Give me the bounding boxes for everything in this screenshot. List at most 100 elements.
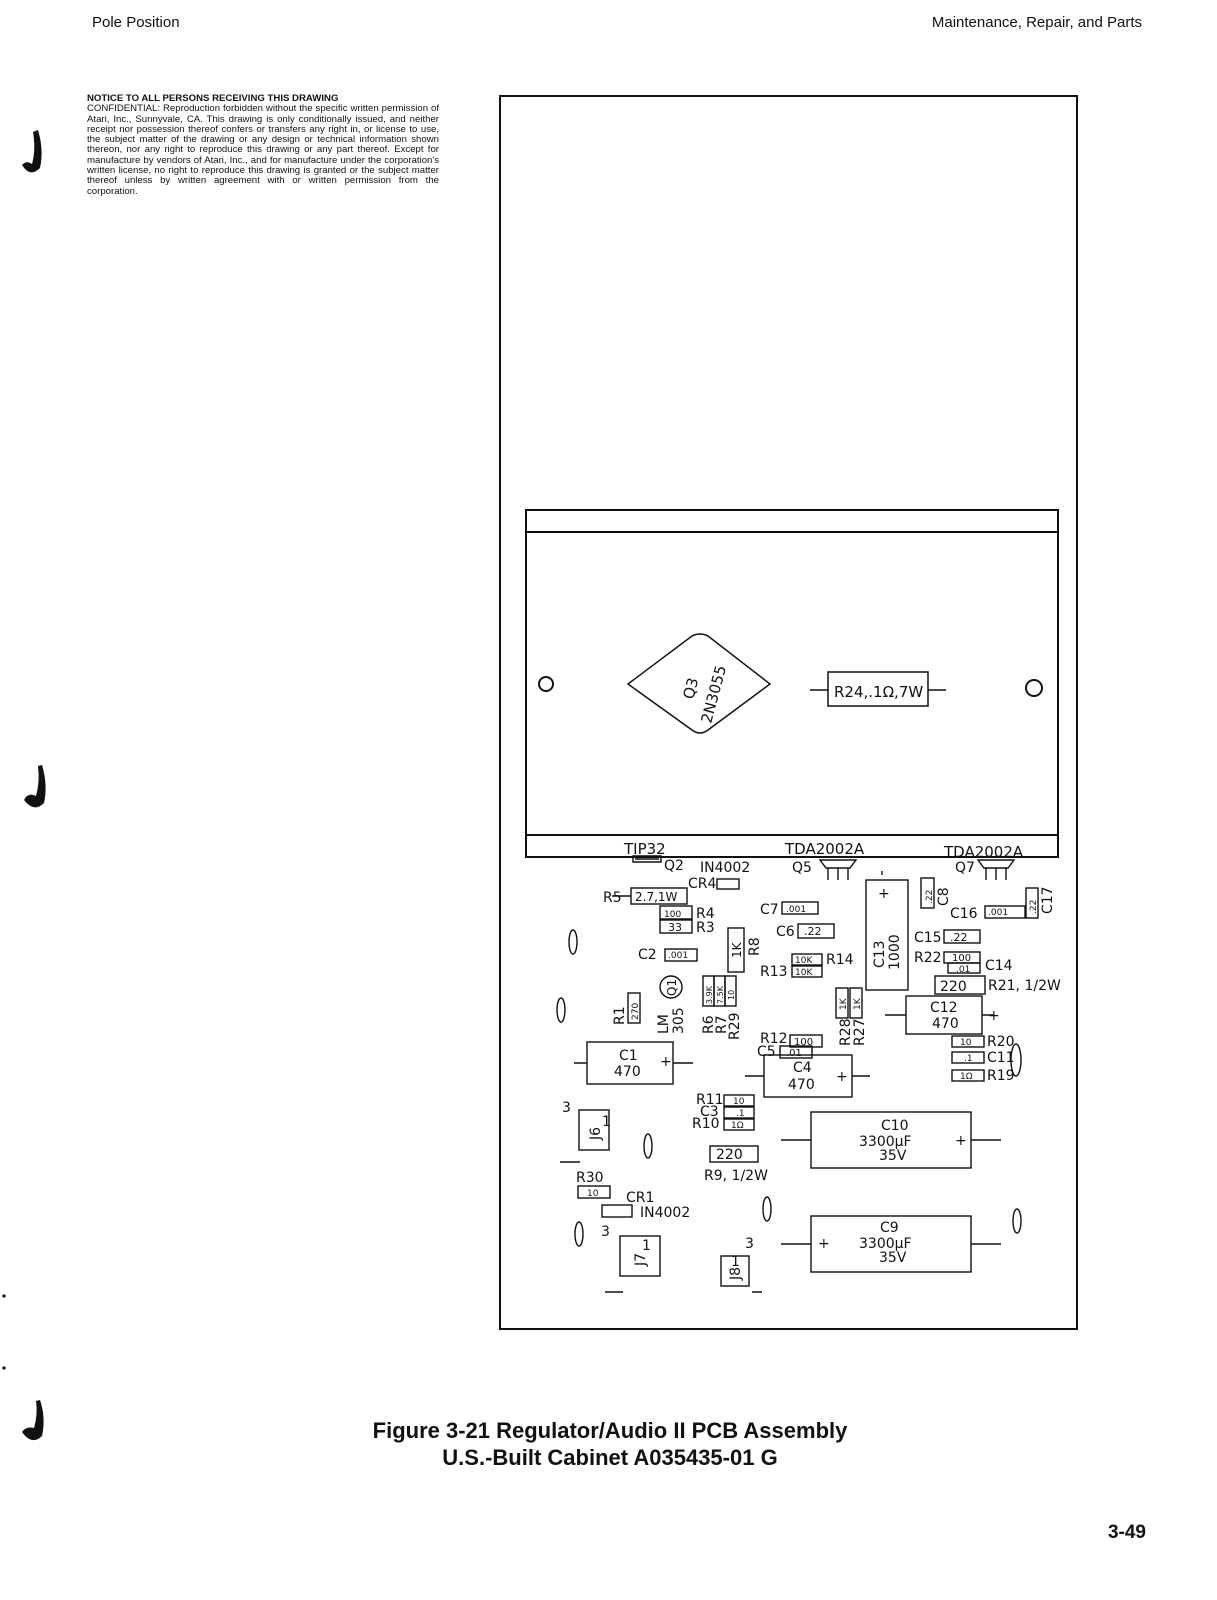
r14-value: 10K <box>795 956 813 966</box>
c5-body <box>779 1045 813 1059</box>
notice-title: NOTICE TO ALL PERSONS RECEIVING THIS DRA… <box>87 93 339 104</box>
q7-tab <box>976 859 1016 880</box>
c7-label: C7 <box>760 902 779 918</box>
r19-label: R19 <box>987 1068 1015 1084</box>
r6-label: R6 <box>701 1015 717 1034</box>
r12-body <box>789 1034 823 1048</box>
c13-value: 1000 <box>887 934 903 970</box>
r3-body <box>659 919 693 934</box>
c10-plus: + <box>955 1133 967 1149</box>
c16-value: .001 <box>988 908 1008 918</box>
c8-label: C8 <box>936 887 952 906</box>
c7-value: .001 <box>786 905 806 915</box>
r5-label: R5 <box>603 890 622 906</box>
c17-value: .22 <box>1029 900 1039 914</box>
standoff-3 <box>643 1133 653 1159</box>
r24-label: R24,.1Ω,7W <box>834 683 923 701</box>
c15-label: C15 <box>914 930 942 946</box>
j8-pin3: 3 <box>745 1236 754 1252</box>
j8-pin1: 1 <box>731 1254 740 1270</box>
r20-body <box>951 1035 985 1048</box>
r12-label: R12 <box>760 1031 788 1047</box>
heatsink-outline <box>525 509 1059 858</box>
r13-value: 10K <box>795 968 813 978</box>
r30-body <box>577 1185 611 1199</box>
c15-body <box>943 929 981 944</box>
drawing-frame <box>499 95 1078 1330</box>
r1-value: 270 <box>631 1003 641 1020</box>
r28-value: 1K <box>839 997 849 1010</box>
q3-label: Q3 <box>679 676 702 701</box>
r3-value: 33 <box>668 921 682 934</box>
j6-body <box>578 1109 610 1151</box>
c14-label: C14 <box>985 958 1013 974</box>
in4002-bot-label: IN4002 <box>640 1205 690 1221</box>
q3-part: 2N3055 <box>697 663 730 725</box>
c7-body <box>781 901 819 915</box>
confidentiality-notice: NOTICE TO ALL PERSONS RECEIVING THIS DRA… <box>87 93 439 197</box>
r28-label: R28 <box>838 1018 854 1046</box>
punch-dot-1 <box>2 1294 6 1298</box>
c15-value: .22 <box>950 931 968 944</box>
c9-plus: + <box>818 1236 830 1252</box>
r29-body <box>724 975 737 1007</box>
c10-label: C10 <box>881 1118 909 1134</box>
c4-value: 470 <box>788 1077 815 1093</box>
j7-pin1: 1 <box>642 1238 651 1254</box>
c2-body <box>664 948 698 962</box>
cr4-diode <box>716 878 740 890</box>
r10-label: R10 <box>692 1116 720 1132</box>
c6-label: C6 <box>776 924 795 940</box>
r9-label: R9, 1/2W <box>704 1168 768 1184</box>
r30-value: 10 <box>587 1189 599 1199</box>
j6-label: J6 <box>588 1127 604 1141</box>
c4-label: C4 <box>793 1060 812 1076</box>
c16-label: C16 <box>950 906 978 922</box>
r9-body <box>709 1145 759 1163</box>
lm305-part: 305 <box>671 1007 687 1034</box>
q1-label: Q1 <box>665 979 679 996</box>
c2-label: C2 <box>638 947 657 963</box>
in4002-top-label: IN4002 <box>700 860 750 876</box>
r8-label: R8 <box>747 937 763 956</box>
caption-line-1: Figure 3-21 Regulator/Audio II PCB Assem… <box>372 1418 848 1443</box>
c5-label: C5 <box>757 1044 776 1060</box>
cr4-label: CR4 <box>688 876 717 892</box>
r27-value: 1K <box>853 997 863 1010</box>
r27-body <box>849 987 863 1019</box>
r11-label: R11 <box>696 1092 724 1108</box>
r14-body <box>791 953 823 966</box>
j6-pin3: 3 <box>562 1100 571 1116</box>
r21-value: 220 <box>940 979 967 995</box>
standoff-6 <box>1012 1208 1022 1234</box>
c4-plus: + <box>836 1069 848 1085</box>
r8-body <box>727 927 745 973</box>
c12-label: C12 <box>930 1000 958 1016</box>
c11-body <box>951 1051 985 1064</box>
c8-value: .22 <box>925 890 935 904</box>
c6-body <box>797 923 835 939</box>
c10-value: 3300µF <box>859 1134 912 1150</box>
c13-body <box>865 879 909 991</box>
tda2002a-label-1: TDA2002A <box>784 840 865 858</box>
r9-value: 220 <box>716 1147 743 1163</box>
r11-body <box>723 1094 755 1107</box>
r14-label: R14 <box>826 952 854 968</box>
c9-voltage: 35V <box>879 1250 907 1266</box>
tip32-label: TIP32 <box>623 840 666 858</box>
binder-hole-marks <box>2 130 46 1441</box>
standoff-2 <box>556 997 566 1023</box>
c13-label: C13 <box>872 940 888 968</box>
c8-body <box>920 877 935 909</box>
page-number: 3-49 <box>1107 1522 1146 1543</box>
standoff-5 <box>762 1196 772 1222</box>
cr1-body <box>601 1204 633 1218</box>
r22-label: R22 <box>914 950 942 966</box>
r11-value: 10 <box>733 1097 745 1107</box>
q2-label: Q2 <box>664 858 684 874</box>
q5-label: Q5 <box>792 860 812 876</box>
punch-mark-2 <box>24 765 46 808</box>
r20-label: R20 <box>987 1034 1015 1050</box>
r7-value: 7.5K <box>716 985 725 1004</box>
running-header-left: Pole Position <box>92 14 180 31</box>
